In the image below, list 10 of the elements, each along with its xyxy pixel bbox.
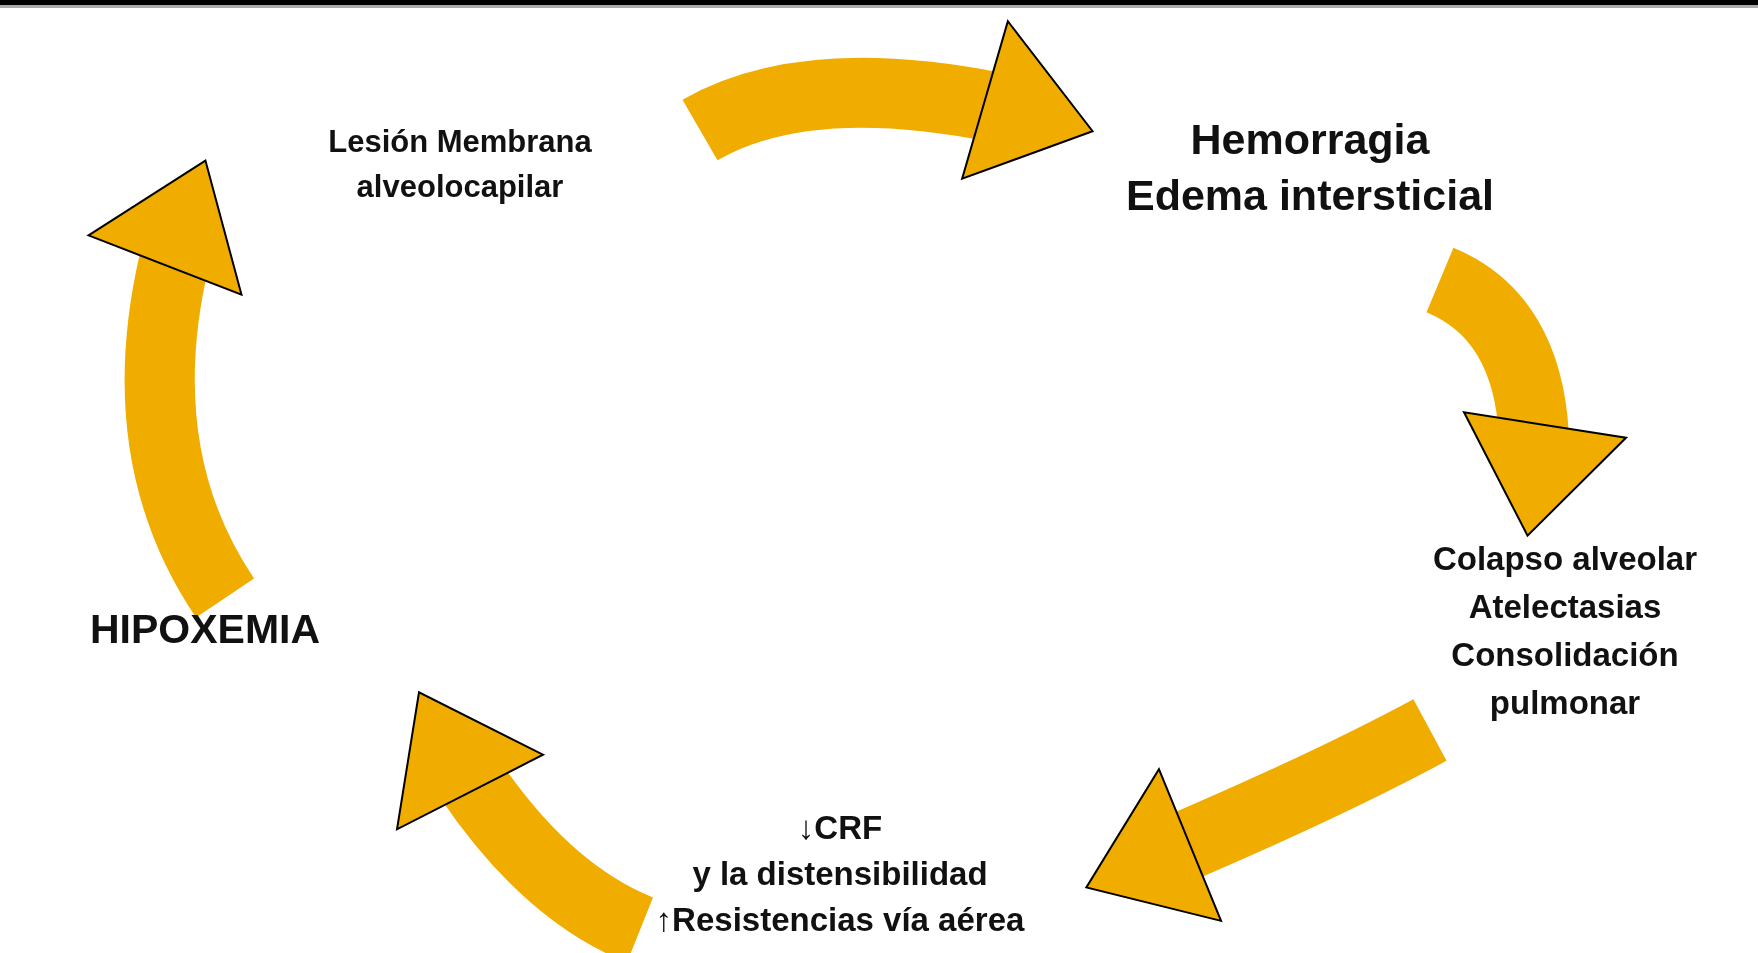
node-text: Hemorragia	[1189, 114, 1431, 165]
node-text: Lesión Membrana alveolocapilar	[327, 123, 593, 206]
node-text: Colapso alveolar	[1431, 539, 1699, 579]
node-text: HIPOXEMIA	[88, 605, 322, 654]
node-text: Atelectasias	[1467, 586, 1663, 627]
node-text: Edema intersticial	[1124, 169, 1495, 221]
node-text: ↑Resistencias vía aérea	[654, 900, 1026, 941]
node-text: Consolidación pulmonar	[1450, 634, 1680, 723]
node-text: ↓CRF	[796, 808, 884, 848]
node-text: y la distensibilidad	[691, 854, 989, 895]
